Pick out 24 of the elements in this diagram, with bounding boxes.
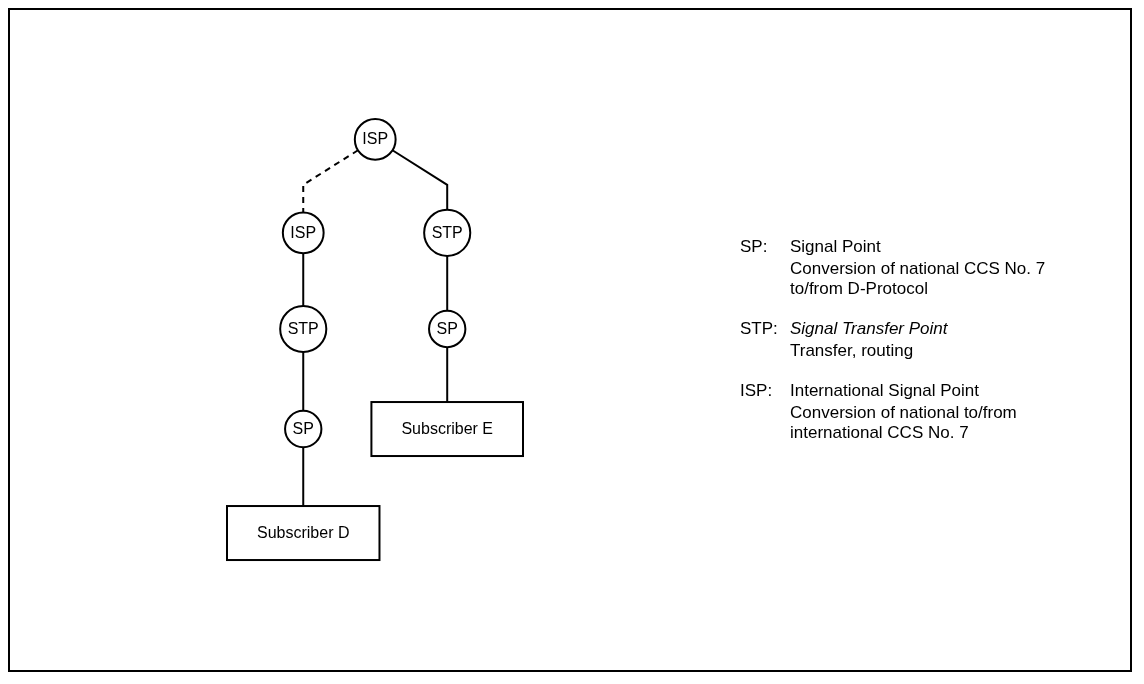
term-name: International Signal Point [790,381,981,401]
term-name: Signal Point [790,237,882,257]
connector [391,149,449,212]
node-circle: ISP [353,118,397,162]
connector [446,346,449,404]
connector [302,149,359,214]
node-circle: ISP [281,211,325,255]
abbreviation: SP: [740,237,769,257]
node-box: Subscriber E [370,401,524,458]
term-name: Signal Transfer Point [790,319,949,339]
term-description: Conversion of national CCS No. 7 to/from D-Protocol [790,259,1047,299]
node-circle: STP [423,209,472,258]
connector [302,351,305,413]
term-description: Transfer, routing [790,341,915,361]
node-circle: SP [284,410,323,449]
connector [302,252,305,308]
connector [302,446,305,508]
node-box: Subscriber D [226,505,381,562]
term-description: Conversion of national to/from international CCS No. 7 [790,403,1018,443]
abbreviation: STP: [740,319,779,339]
node-circle: STP [279,305,328,354]
connector [446,255,449,313]
node-circle: SP [428,310,467,349]
abbreviation: ISP: [740,381,774,401]
